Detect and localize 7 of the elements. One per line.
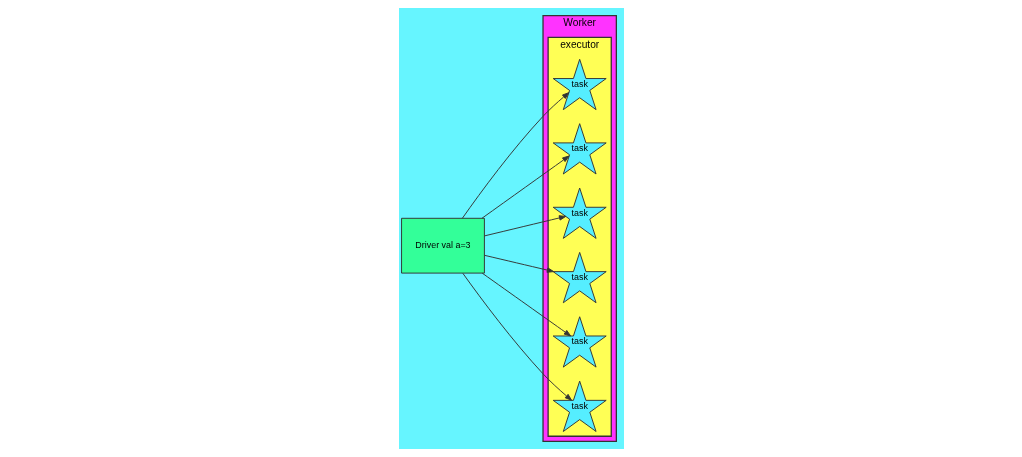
- arrow: [481, 155, 569, 219]
- arrow: [483, 215, 566, 237]
- arrow: [461, 272, 572, 401]
- arrow: [461, 92, 569, 219]
- arrow: [483, 254, 554, 273]
- arrow: [481, 272, 571, 337]
- node-box: Driver val a=3: [400, 217, 485, 274]
